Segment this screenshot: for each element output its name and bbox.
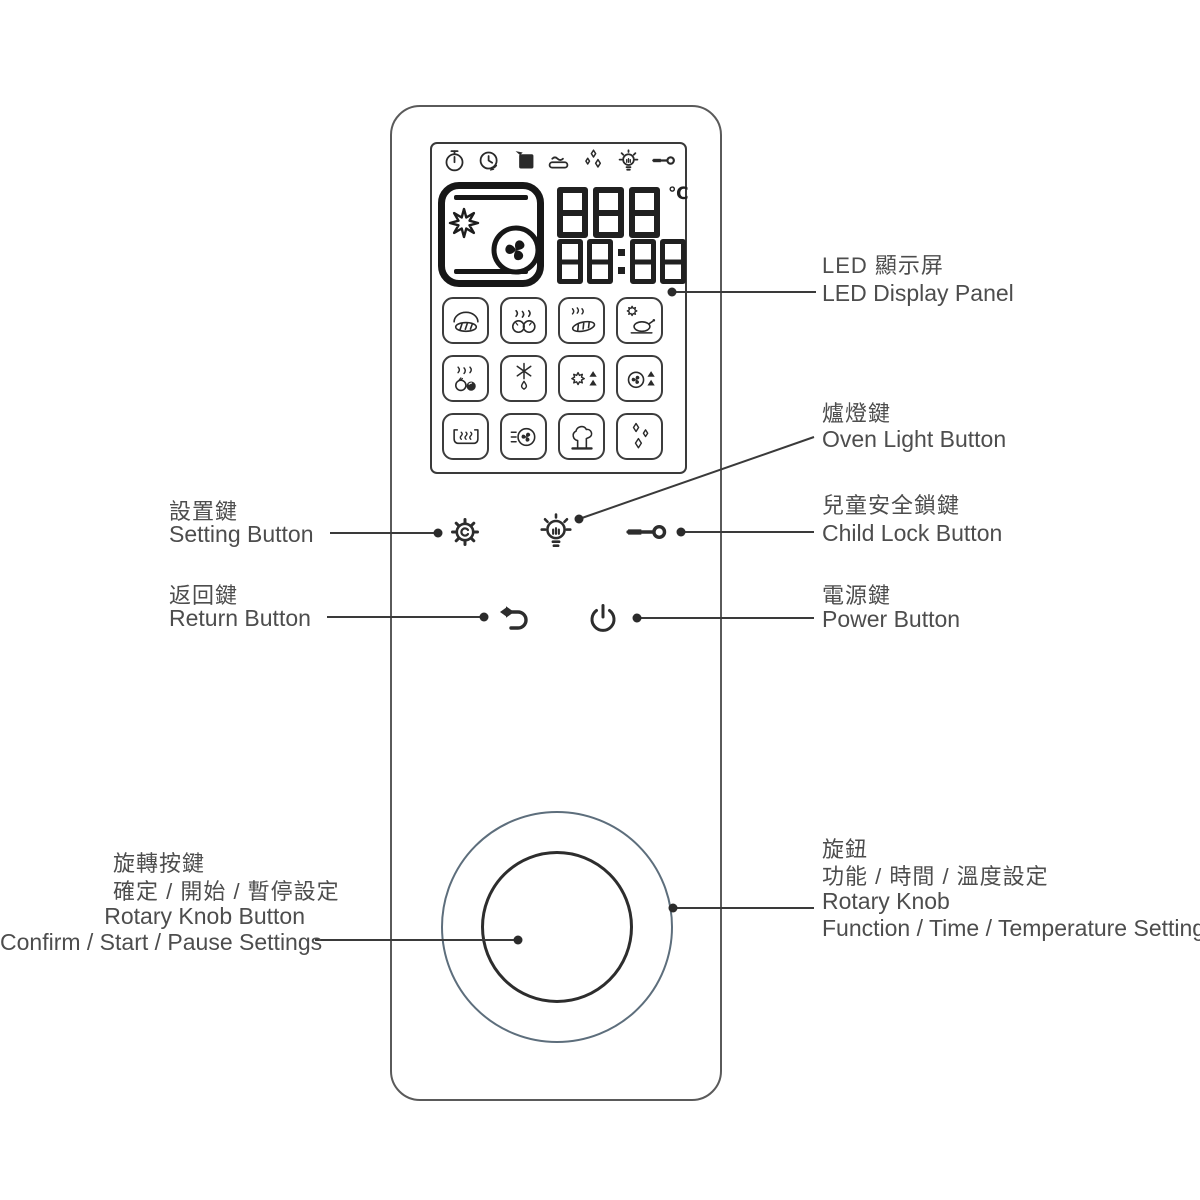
- label-rotary-button-en: Rotary Knob Button: [104, 903, 305, 929]
- oven-light-button[interactable]: [536, 511, 576, 551]
- time-readout: [557, 239, 686, 284]
- label-rotary-button-zh2: 確定 / 開始 / 暫停設定: [113, 879, 340, 904]
- label-rotary-knob-en2: Function / Time / Temperature Setting: [822, 915, 1200, 941]
- function-bake-baguette-icon[interactable]: [558, 297, 605, 344]
- function-combi-steam-plus-icon[interactable]: [558, 355, 605, 402]
- function-convection-steam-plus-icon[interactable]: [616, 355, 663, 402]
- combi-steam-plus-icon: [563, 360, 601, 398]
- bake-bread-icon: [447, 302, 485, 340]
- label-led-en: LED Display Panel: [822, 280, 1014, 306]
- self-clean-icon: [621, 418, 659, 456]
- label-oven-light-en: Oven Light Button: [822, 426, 1007, 452]
- convection-fan-icon: [491, 225, 541, 275]
- display-status-icon-row: [442, 149, 676, 177]
- steam-buns-icon: [505, 302, 543, 340]
- label-return-en: Return Button: [169, 605, 311, 631]
- oven-light-icon: [616, 148, 641, 178]
- steam-vegetables-icon: [447, 360, 485, 398]
- function-water-bath-steam-icon[interactable]: [442, 413, 489, 460]
- function-defrost-icon[interactable]: [500, 355, 547, 402]
- hot-air-steam-icon: [505, 418, 543, 456]
- function-hot-air-steam-icon[interactable]: [500, 413, 547, 460]
- label-power-zh: 電源鍵: [822, 583, 892, 608]
- label-power-en: Power Button: [822, 606, 961, 632]
- return-button[interactable]: [496, 601, 532, 637]
- function-bake-bread-icon[interactable]: [442, 297, 489, 344]
- function-steam-vegetables-icon[interactable]: [442, 355, 489, 402]
- power-button[interactable]: [585, 601, 621, 637]
- rotary-knob-button[interactable]: [481, 851, 633, 1003]
- seven-segment-digit: [593, 187, 624, 238]
- steam-burst-icon: [563, 418, 601, 456]
- seven-segment-digit: [629, 187, 660, 238]
- colon-separator: [617, 239, 626, 284]
- seven-segment-digit: [557, 239, 583, 284]
- label-child-lock-en: Child Lock Button: [822, 520, 1003, 546]
- defrost-icon: [505, 360, 543, 398]
- function-steam-burst-icon[interactable]: [558, 413, 605, 460]
- bake-baguette-icon: [563, 302, 601, 340]
- label-rotary-knob-zh: 旋鈕: [822, 837, 869, 862]
- recipe-icon: [512, 148, 537, 178]
- sparkle-icon: [581, 148, 606, 178]
- label-oven-light-zh: 爐燈鍵: [822, 401, 892, 426]
- lower-heating-element-bar: [454, 269, 528, 274]
- timer-icon: [442, 148, 467, 178]
- rotary-knob-ring[interactable]: [441, 811, 673, 1043]
- label-rotary-knob-zh2: 功能 / 時間 / 溫度設定: [822, 864, 1049, 889]
- temperature-unit: ℃: [668, 184, 689, 203]
- function-roast-poultry-icon[interactable]: [616, 297, 663, 344]
- label-rotary-knob-en: Rotary Knob: [822, 888, 950, 914]
- function-steam-buns-icon[interactable]: [500, 297, 547, 344]
- temperature-readout: ℃: [557, 184, 689, 238]
- seven-segment-digit: [660, 239, 686, 284]
- cooking-function-grid: [442, 297, 674, 460]
- setting-button[interactable]: [447, 514, 483, 550]
- convection-steam-plus-icon: [621, 360, 659, 398]
- function-self-clean-icon[interactable]: [616, 413, 663, 460]
- led-display-panel: [430, 142, 687, 474]
- tray-heat-icon: [546, 148, 571, 178]
- label-rotary-button-en2: Confirm / Start / Pause Settings: [0, 929, 323, 955]
- seven-segment-digit: [557, 187, 588, 238]
- upper-heating-element-bar: [454, 195, 528, 200]
- roast-poultry-icon: [621, 302, 659, 340]
- seven-segment-digit: [630, 239, 656, 284]
- label-setting-zh: 設置鍵: [169, 499, 239, 524]
- label-rotary-button-zh: 旋轉按鍵: [113, 851, 206, 876]
- child-lock-icon: [651, 148, 676, 178]
- label-return-zh: 返回鍵: [169, 583, 239, 608]
- steam-burst-icon: [447, 206, 481, 240]
- active-mode-indicator: [438, 182, 544, 287]
- label-setting-en: Setting Button: [169, 521, 314, 547]
- child-lock-button[interactable]: [624, 518, 668, 546]
- seven-segment-digit: [587, 239, 613, 284]
- label-child-lock-zh: 兒童安全鎖鍵: [822, 493, 961, 518]
- delay-start-icon: [477, 148, 502, 178]
- water-bath-steam-icon: [447, 418, 485, 456]
- label-led-zh: LED 顯示屏: [822, 253, 944, 278]
